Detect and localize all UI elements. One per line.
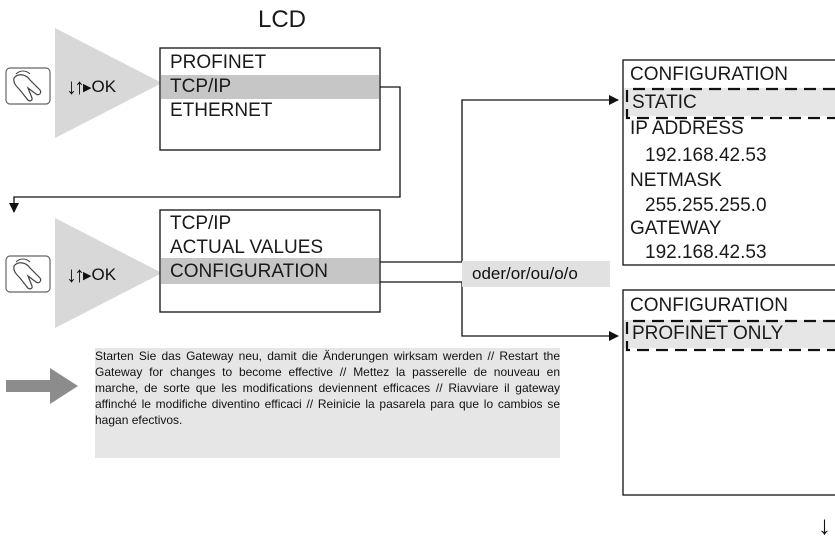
gateway-value: 192.168.42.53 xyxy=(645,242,767,263)
restart-note: Starten Sie das Gateway neu, damit die Ä… xyxy=(95,348,560,458)
profinet-highlight xyxy=(624,320,835,348)
connector-to-static xyxy=(380,95,619,263)
connector-to-profinet xyxy=(380,281,619,341)
up-down-arrows-icon: ↓↑ xyxy=(66,262,85,287)
hand-press-icon xyxy=(5,255,51,293)
ok-play-icon: ▶ xyxy=(83,81,92,94)
static-mode-option[interactable]: STATIC xyxy=(632,92,697,113)
funnel-shape-bottom xyxy=(55,218,162,328)
static-screen-title: CONFIGURATION xyxy=(630,64,788,85)
menu2-item-actual-values[interactable]: ACTUAL VALUES xyxy=(170,237,324,258)
funnel-shape-top xyxy=(55,28,162,138)
restart-note-text: Starten Sie das Gateway neu, damit die Ä… xyxy=(95,349,560,427)
down-arrow-icon: ↓ xyxy=(818,510,831,540)
ok-key-group-top[interactable]: ↓↑ ▶ OK xyxy=(66,74,116,100)
ok-play-icon: ▶ xyxy=(83,269,92,282)
up-down-arrows-icon: ↓↑ xyxy=(66,74,85,99)
ok-label: OK xyxy=(91,77,117,96)
ok-key-group-bottom[interactable]: ↓↑ ▶ OK xyxy=(66,262,116,288)
connector-tcpip xyxy=(9,86,401,213)
hand-press-icon xyxy=(5,67,51,105)
profinet-dashed-frame xyxy=(625,319,835,352)
gateway-label: GATEWAY xyxy=(630,218,722,239)
or-label: oder/or/ou/o/o xyxy=(462,261,610,287)
static-dashed-frame xyxy=(625,87,835,120)
note-pointer-arrow xyxy=(6,368,78,404)
static-highlight xyxy=(624,88,835,116)
profinet-only-option[interactable]: PROFINET ONLY xyxy=(632,323,784,344)
menu1-item-tcpip[interactable]: TCP/IP xyxy=(170,76,232,97)
menu1-highlight xyxy=(161,75,379,99)
netmask-label: NETMASK xyxy=(630,170,722,191)
netmask-value: 255.255.255.0 xyxy=(645,195,767,216)
menu2-item-configuration[interactable]: CONFIGURATION xyxy=(170,261,328,282)
ok-label: OK xyxy=(91,265,117,284)
menu2-item-tcpip[interactable]: TCP/IP xyxy=(170,213,232,234)
menu1-item-profinet[interactable]: PROFINET xyxy=(170,52,267,73)
profinet-screen-title: CONFIGURATION xyxy=(630,295,788,316)
menu1-item-ethernet[interactable]: ETHERNET xyxy=(170,100,273,121)
lcd-label: LCD xyxy=(258,6,307,33)
ip-address-label: IP ADDRESS xyxy=(630,118,744,139)
ip-address-value: 192.168.42.53 xyxy=(645,145,767,166)
menu2-highlight xyxy=(161,258,379,284)
